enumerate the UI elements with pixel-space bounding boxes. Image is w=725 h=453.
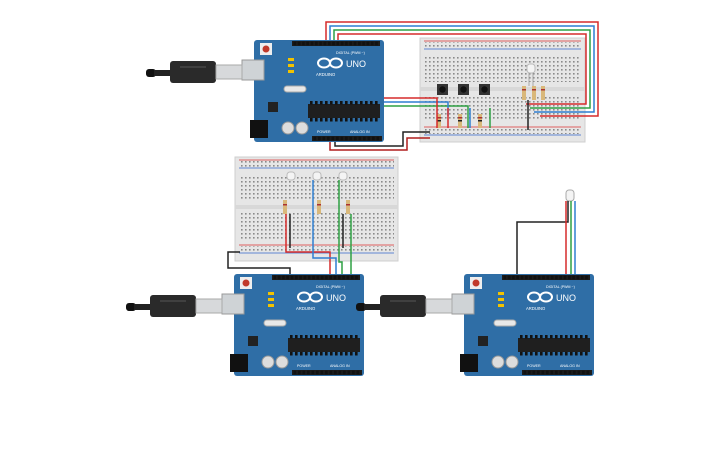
regulator (248, 336, 258, 346)
status-led (288, 70, 294, 73)
rgb-led-icon (565, 189, 575, 202)
reset-button-icon[interactable] (260, 43, 272, 55)
board-pcb (254, 40, 384, 142)
usb-port (221, 293, 245, 315)
digital-header-label: DIGITAL (PWM ~) (316, 285, 345, 289)
wires-middle (227, 180, 352, 274)
analog-header-label: ANALOG IN (330, 364, 350, 368)
arduino-uno-board-3[interactable]: UNO ARDUINO DIGITAL (PWM ~) POWER ANALOG IN (451, 274, 594, 376)
analog-header-label: ANALOG IN (350, 130, 370, 134)
status-led (268, 298, 274, 301)
status-led (288, 58, 294, 61)
capacitor (505, 355, 519, 369)
board-pcb (234, 274, 364, 376)
reset-button-icon[interactable] (470, 277, 482, 289)
board-model-label: UNO (346, 59, 366, 69)
regulator (268, 102, 278, 112)
rgb-led-icon (526, 63, 536, 86)
crystal (493, 319, 517, 327)
arduino-logo-icon (297, 291, 323, 303)
status-led (268, 292, 274, 295)
capacitor (261, 355, 275, 369)
atmega-chip (308, 104, 380, 118)
digital-header (292, 41, 380, 46)
board-brand-label: ARDUINO (316, 72, 336, 77)
arduino-logo-icon (527, 291, 553, 303)
resistor-icon (283, 200, 350, 214)
pushbutton-1[interactable] (437, 84, 448, 95)
breadboard-middle[interactable] (234, 156, 399, 262)
resistor-icon (437, 86, 545, 128)
digital-header (272, 275, 360, 280)
capacitor (275, 355, 289, 369)
power-header-label: POWER (297, 364, 311, 368)
usb-cable-icon (126, 295, 223, 317)
board-model-label: UNO (556, 293, 576, 303)
capacitor (281, 121, 295, 135)
led-icon (286, 171, 348, 181)
status-led (498, 304, 504, 307)
pushbutton-2[interactable] (458, 84, 469, 95)
board-model-label: UNO (326, 293, 346, 303)
arduino-logo-icon (317, 57, 343, 69)
arduino-uno-board-2[interactable]: UNO ARDUINO DIGITAL (PWM ~) POWER ANALOG IN (221, 274, 364, 376)
board-pcb (464, 274, 594, 376)
board-brand-label: ARDUINO (296, 306, 316, 311)
reset-button-icon[interactable] (240, 277, 252, 289)
pushbutton-3[interactable] (479, 84, 490, 95)
capacitor (491, 355, 505, 369)
crystal (263, 319, 287, 327)
usb-port (241, 59, 265, 81)
usb-port (451, 293, 475, 315)
status-led (268, 304, 274, 307)
analog-header-label: ANALOG IN (560, 364, 580, 368)
arduino-uno-board-1[interactable]: UNO ARDUINO DIGITAL (PWM ~) POWER ANALOG IN (241, 40, 384, 142)
capacitor (295, 121, 309, 135)
status-led (498, 298, 504, 301)
regulator (478, 336, 488, 346)
power-header-label: POWER (317, 130, 331, 134)
status-led (288, 64, 294, 67)
atmega-chip (518, 338, 590, 352)
digital-header-label: DIGITAL (PWM ~) (336, 51, 365, 55)
usb-cable-icon (146, 61, 243, 83)
crystal (283, 85, 307, 93)
atmega-chip (288, 338, 360, 352)
digital-header (502, 275, 590, 280)
board-brand-label: ARDUINO (526, 306, 546, 311)
power-jack (230, 354, 248, 372)
wires-bottom-right (516, 201, 576, 274)
digital-header-label: DIGITAL (PWM ~) (546, 285, 575, 289)
usb-cable-icon (356, 295, 453, 317)
power-jack (460, 354, 478, 372)
power-header-label: POWER (527, 364, 541, 368)
power-jack (250, 120, 268, 138)
status-led (498, 292, 504, 295)
